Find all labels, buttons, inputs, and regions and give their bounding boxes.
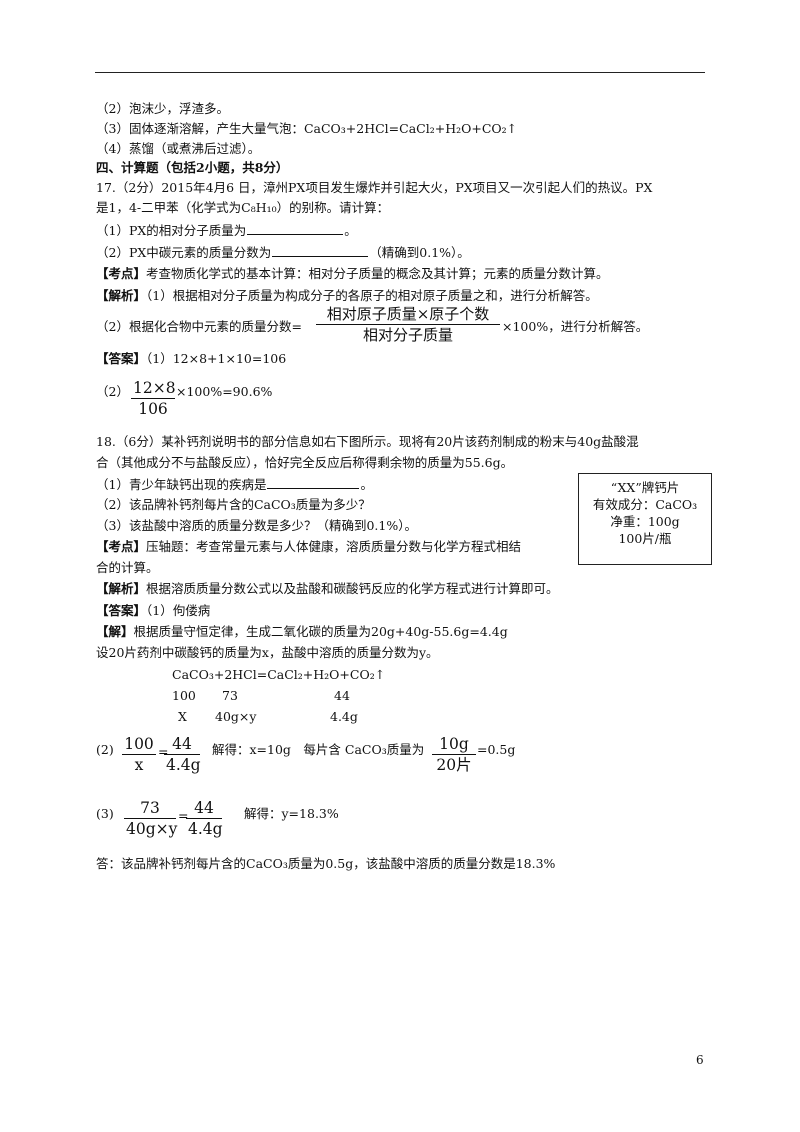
q17-stem-line1: 17.（2分）2015年4月6 日，漳州PX项目发生爆炸并引起大火，PX项目又一… (96, 180, 653, 195)
q17-answer2-fraction: 12×8 106 (131, 379, 176, 418)
q17-answer1: 【答案】（1）12×8+1×10=106 (96, 351, 287, 366)
q18-kaodian-cont: 合的计算。 (96, 560, 159, 575)
proportion-fraction-4: 44 4.4g (186, 799, 223, 838)
q18-kaodian: 【考点】压轴题：考查常量元素与人体健康，溶质质量分数与化学方程式相结 (96, 539, 522, 554)
q18-assume: 设20片药剂中碳酸钙的质量为x，盐酸中溶质的质量分数为y。 (96, 645, 439, 660)
q18-sub3: （3）该盐酸中溶质的质量分数是多少？（精确到0.1%）。 (96, 518, 417, 533)
proportion-fraction-3: 73 40g×y (124, 799, 178, 838)
q17-stem-line2: 是1，4-二甲苯（化学式为C₈H₁₀）的别称。请计算： (96, 200, 390, 215)
part3-label: (3) (96, 806, 114, 821)
tablet-count: 100片/瓶 (618, 531, 672, 546)
product-label-box: “XX”牌钙片 有效成分：CaCO₃ 净重：100g 100片/瓶 (578, 473, 712, 565)
product-name: “XX”牌钙片 (610, 480, 680, 495)
active-ingredient: 有效成分：CaCO₃ (592, 497, 698, 512)
proportion-fraction-1: 100 x (122, 735, 156, 774)
answer-blank (267, 476, 360, 489)
q18-stem-line1: 18.（6分）某补钙剂说明书的部分信息如右下图所示。现将有20片该药剂制成的粉末… (96, 434, 639, 449)
section-4-heading: 四、计算题（包括2小题，共8分） (96, 160, 289, 175)
molar-mass-row-2: 73 (222, 688, 238, 703)
part2-solution: 解得：x=10g 每片含 CaCO₃质量为 (212, 742, 425, 757)
per-tablet-fraction: 10g 20片 (432, 735, 476, 774)
molar-mass-row-3: 44 (334, 688, 350, 703)
page-number: 6 (696, 1053, 704, 1067)
part3-solution: 解得：y=18.3% (244, 806, 339, 821)
q17-jiexi2-post: ×100%，进行分析解答。 (502, 319, 649, 334)
q18-sub1: （1）青少年缺钙出现的疾病是。 (96, 476, 373, 492)
q17-sub2: （2）PX中碳元素的质量分数为（精确到0.1%）。 (96, 244, 470, 260)
quantity-row-1: X (178, 709, 187, 724)
answer-3-4: （4）蒸馏（或煮沸后过滤）。 (96, 141, 261, 156)
q17-answer2-result: ×100%=90.6% (176, 384, 273, 399)
quantity-row-3: 4.4g (330, 709, 358, 724)
q18-jie: 【解】根据质量守恒定律，生成二氧化碳的质量为20g+40g-55.6g=4.4g (96, 624, 508, 639)
q17-answer2-label: （2） (96, 384, 129, 399)
proportion-fraction-2: 44 4.4g (164, 735, 201, 774)
answer-blank (247, 222, 344, 235)
q17-jiexi: 【解析】（1）根据相对分子质量为构成分子的各原子的相对原子质量之和，进行分析解答… (96, 288, 598, 303)
quantity-row-2: 40g×y (215, 709, 257, 724)
q18-jiexi: 【解析】根据溶质质量分数公式以及盐酸和碳酸钙反应的化学方程式进行计算即可。 (96, 581, 559, 596)
equals-sign: = (158, 744, 169, 759)
header-rule (95, 72, 705, 73)
mass-fraction-formula: 相对原子质量×原子个数 相对分子质量 (316, 305, 500, 344)
q17-jiexi2-pre: （2）根据化合物中元素的质量分数= (96, 319, 302, 334)
answer-blank (272, 244, 369, 257)
molar-mass-row-1: 100 (172, 688, 196, 703)
answer-3-3: （3）固体逐渐溶解，产生大量气泡：CaCO₃+2HCl=CaCl₂+H₂O+CO… (96, 121, 518, 136)
part2-result: =0.5g (477, 742, 516, 757)
q18-stem-line2: 合（其他成分不与盐酸反应），恰好完全反应后称得剩余物的质量为55.6g。 (96, 455, 514, 470)
reaction-equation: CaCO₃+2HCl=CaCl₂+H₂O+CO₂↑ (172, 667, 386, 682)
q18-answer1: 【答案】（1）佝偻病 (96, 603, 211, 618)
final-answer: 答：该品牌补钙剂每片含的CaCO₃质量为0.5g，该盐酸中溶质的质量分数是18.… (96, 856, 556, 871)
q17-sub1: （1）PX的相对分子质量为。 (96, 222, 357, 238)
equals-sign: = (178, 808, 189, 823)
q18-sub2: （2）该品牌补钙剂每片含的CaCO₃质量为多少？ (96, 497, 371, 512)
net-weight: 净重：100g (610, 514, 680, 529)
part2-label: (2) (96, 742, 114, 757)
q17-kaodian: 【考点】考查物质化学式的基本计算：相对分子质量的概念及其计算；元素的质量分数计算… (96, 266, 609, 281)
answer-3-2: （2）泡沫少，浮渣多。 (96, 101, 229, 116)
